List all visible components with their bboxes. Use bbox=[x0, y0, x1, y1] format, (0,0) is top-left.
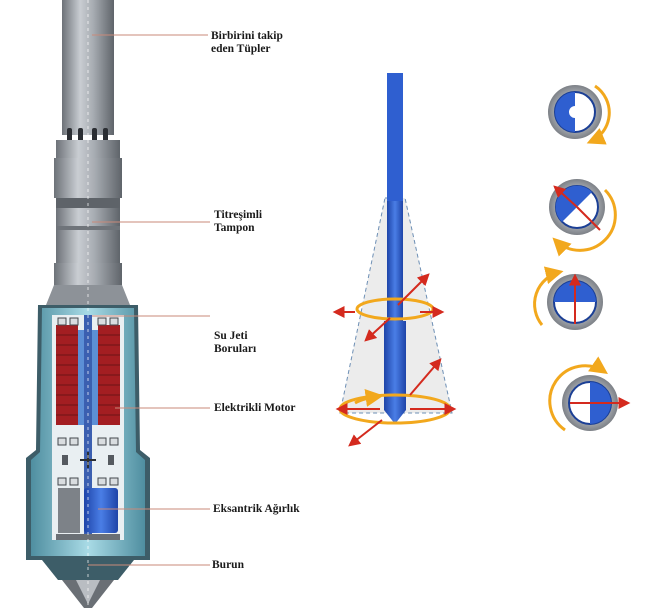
label-eccentric: Eksantrik Ağırlık bbox=[213, 503, 300, 515]
vibration-schematic bbox=[332, 73, 457, 447]
label-damper: Titreşimli Tampon bbox=[214, 209, 262, 235]
eccentric-disc-icon bbox=[548, 356, 631, 432]
eccentric-disc-icon bbox=[533, 266, 603, 330]
label-tubes-line2: eden Tüpler bbox=[211, 43, 271, 55]
label-nose: Burun bbox=[212, 559, 244, 571]
label-waterjet: Su Jeti Boruları bbox=[214, 330, 256, 356]
label-waterjet-line2: Boruları bbox=[214, 343, 257, 355]
label-damper-line2: Tampon bbox=[214, 222, 255, 234]
label-motor: Elektrikli Motor bbox=[214, 402, 296, 414]
label-tubes-line1: Birbirini takip bbox=[211, 30, 283, 42]
vibroflot-body bbox=[26, 0, 150, 614]
eccentric-disc-icon bbox=[549, 179, 617, 257]
motor-windings bbox=[56, 325, 120, 425]
label-waterjet-line1: Su Jeti bbox=[214, 330, 248, 342]
label-damper-line1: Titreşimli bbox=[214, 209, 263, 221]
eccentric-weight bbox=[56, 488, 120, 540]
leader-lines bbox=[88, 34, 210, 566]
eccentric-disc-sequence bbox=[533, 84, 631, 432]
force-arrow-icon bbox=[332, 273, 457, 447]
label-tubes: Birbirini takip eden Tüpler bbox=[211, 30, 283, 56]
eccentric-disc-icon bbox=[548, 84, 611, 145]
